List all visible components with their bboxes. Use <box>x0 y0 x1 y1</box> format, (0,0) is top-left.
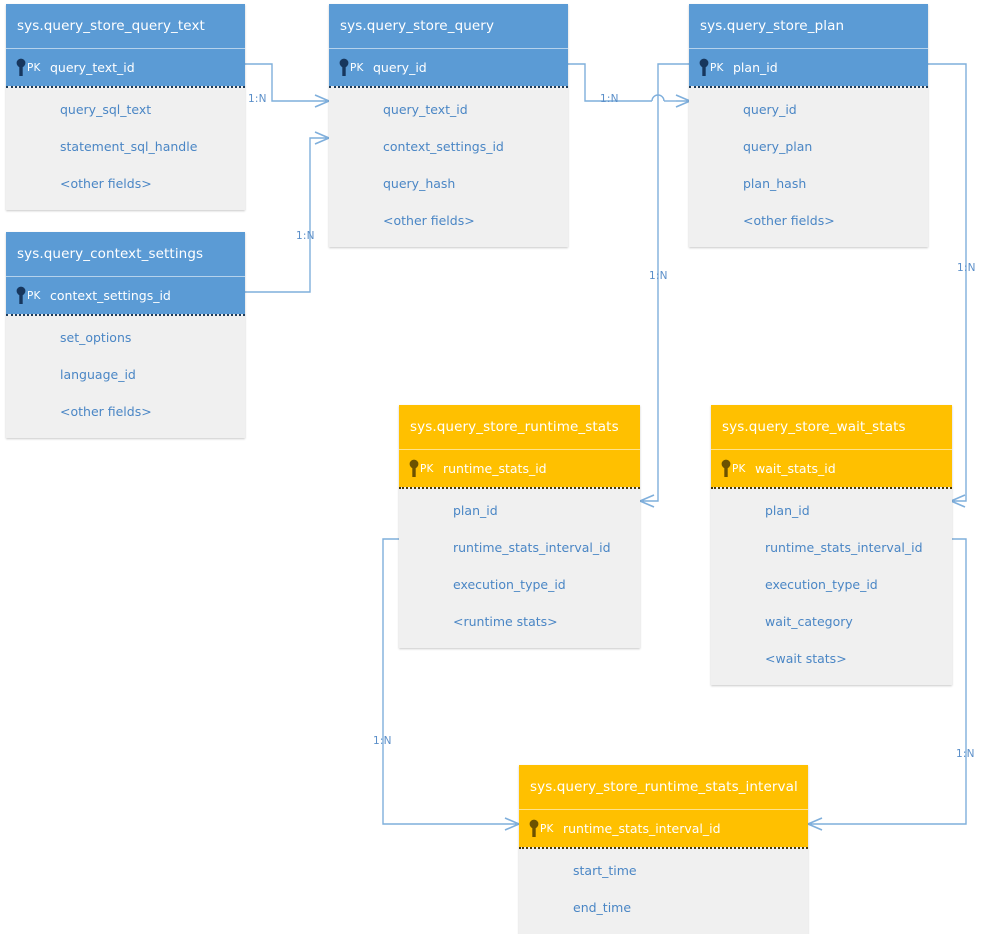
entity-fields: plan_id runtime_stats_interval_id execut… <box>711 487 952 685</box>
field-row: runtime_stats_interval_id <box>765 540 923 555</box>
entity-query-store-wait-stats[interactable]: sys.query_store_wait_stats PK wait_stats… <box>711 405 952 685</box>
field-row: execution_type_id <box>765 577 878 592</box>
key-icon: PK <box>6 286 50 306</box>
field-row: <wait stats> <box>765 651 847 666</box>
entity-query-store-runtime-stats[interactable]: sys.query_store_runtime_stats PK runtime… <box>399 405 640 648</box>
connector-context-settings-to-query <box>245 131 330 293</box>
key-icon: PK <box>689 58 733 78</box>
field-row: plan_id <box>453 503 498 518</box>
entity-query-store-query[interactable]: sys.query_store_query PK query_id query_… <box>329 4 568 247</box>
primary-key-row[interactable]: PK wait_stats_id <box>711 450 952 487</box>
field-row: set_options <box>60 330 132 345</box>
field-row: plan_hash <box>743 176 807 191</box>
primary-key-row[interactable]: PK plan_id <box>689 49 928 86</box>
field-row: start_time <box>573 863 637 878</box>
cardinality-label: 1:N <box>296 230 315 242</box>
pk-badge: PK <box>27 61 41 74</box>
field-row: context_settings_id <box>383 139 504 154</box>
key-icon: PK <box>329 58 373 78</box>
entity-query-context-settings[interactable]: sys.query_context_settings PK context_se… <box>6 232 245 438</box>
pk-badge: PK <box>732 462 746 475</box>
cardinality-label: 1:N <box>373 735 392 747</box>
field-row: statement_sql_handle <box>60 139 198 154</box>
cardinality-label: 1:N <box>649 270 668 282</box>
entity-query-store-plan[interactable]: sys.query_store_plan PK plan_id query_id… <box>689 4 928 247</box>
cardinality-label: 1:N <box>248 93 267 105</box>
pk-field-name: query_id <box>373 60 427 75</box>
field-row: query_plan <box>743 139 813 154</box>
pk-badge: PK <box>710 61 724 74</box>
field-row: query_text_id <box>383 102 468 117</box>
cardinality-label: 1:N <box>600 93 619 105</box>
entity-fields: plan_id runtime_stats_interval_id execut… <box>399 487 640 648</box>
pk-field-name: context_settings_id <box>50 288 171 303</box>
entity-title: sys.query_store_query <box>329 4 568 49</box>
primary-key-row[interactable]: PK runtime_stats_id <box>399 450 640 487</box>
primary-key-row[interactable]: PK query_text_id <box>6 49 245 86</box>
pk-field-name: runtime_stats_interval_id <box>563 821 721 836</box>
entity-title: sys.query_store_wait_stats <box>711 405 952 450</box>
pk-field-name: runtime_stats_id <box>443 461 547 476</box>
field-row: query_hash <box>383 176 456 191</box>
entity-title: sys.query_store_runtime_stats_interval <box>519 765 808 810</box>
field-row: <other fields> <box>743 213 835 228</box>
key-icon: PK <box>6 58 50 78</box>
pk-badge: PK <box>420 462 434 475</box>
entity-fields: query_text_id context_settings_id query_… <box>329 86 568 247</box>
primary-key-row[interactable]: PK context_settings_id <box>6 277 245 314</box>
field-row: query_id <box>743 102 797 117</box>
pk-field-name: query_text_id <box>50 60 135 75</box>
entity-title: sys.query_context_settings <box>6 232 245 277</box>
pk-field-name: wait_stats_id <box>755 461 836 476</box>
primary-key-row[interactable]: PK runtime_stats_interval_id <box>519 810 808 847</box>
entity-title: sys.query_store_query_text <box>6 4 245 49</box>
field-row: <runtime stats> <box>453 614 558 629</box>
entity-query-store-runtime-stats-interval[interactable]: sys.query_store_runtime_stats_interval P… <box>519 765 808 934</box>
field-row: <other fields> <box>383 213 475 228</box>
key-icon: PK <box>519 819 563 839</box>
cardinality-label: 1:N <box>956 748 975 760</box>
pk-badge: PK <box>540 822 554 835</box>
key-icon: PK <box>399 459 443 479</box>
connector-query-to-plan <box>568 63 691 108</box>
entity-title: sys.query_store_plan <box>689 4 928 49</box>
connector-plan-to-runtime-stats <box>639 63 690 508</box>
field-row: end_time <box>573 900 632 915</box>
entity-fields: start_time end_time <box>519 847 808 934</box>
field-row: plan_id <box>765 503 810 518</box>
pk-field-name: plan_id <box>733 60 778 75</box>
field-row: wait_category <box>765 614 853 629</box>
field-row: query_sql_text <box>60 102 152 117</box>
pk-badge: PK <box>350 61 364 74</box>
field-row: <other fields> <box>60 404 152 419</box>
entity-title: sys.query_store_runtime_stats <box>399 405 640 450</box>
key-icon: PK <box>711 459 755 479</box>
entity-query-store-query-text[interactable]: sys.query_store_query_text PK query_text… <box>6 4 245 210</box>
field-row: runtime_stats_interval_id <box>453 540 611 555</box>
entity-fields: query_sql_text statement_sql_handle <oth… <box>6 86 245 210</box>
cardinality-label: 1:N <box>957 262 976 274</box>
pk-badge: PK <box>27 289 41 302</box>
field-row: <other fields> <box>60 176 152 191</box>
field-row: language_id <box>60 367 136 382</box>
entity-fields: set_options language_id <other fields> <box>6 314 245 438</box>
primary-key-row[interactable]: PK query_id <box>329 49 568 86</box>
field-row: execution_type_id <box>453 577 566 592</box>
entity-fields: query_id query_plan plan_hash <other fie… <box>689 86 928 247</box>
